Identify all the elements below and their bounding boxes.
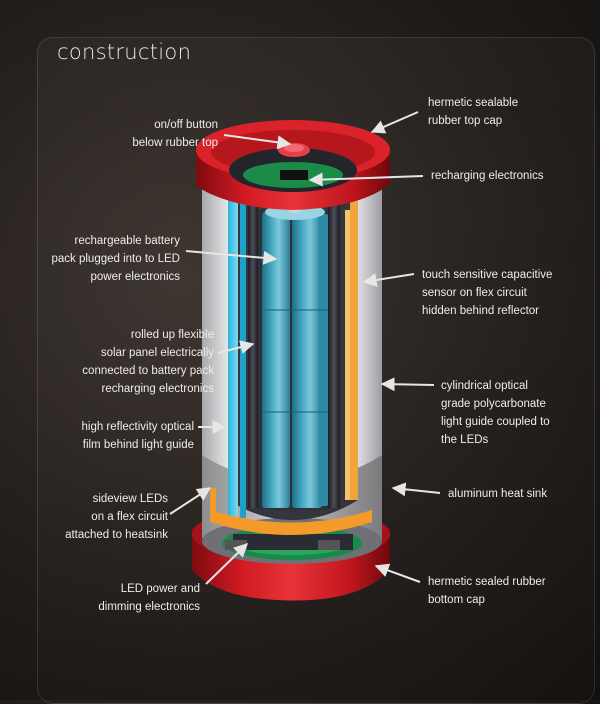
label-solar-panel: rolled up flexible solar panel electrica… <box>82 329 214 395</box>
label-reflectivity-film: high reflectivity optical film behind li… <box>81 421 195 451</box>
label-light-guide: cylindrical optical grade polycarbonate … <box>441 380 550 446</box>
label-on-off-button: on/off button below rubber top <box>132 119 218 149</box>
label-led-power: LED power and dimming electronics <box>98 583 200 613</box>
label-heat-sink: aluminum heat sink <box>448 488 548 500</box>
label-battery-pack: rechargeable battery pack plugged into t… <box>51 235 180 283</box>
callout-lines <box>169 111 441 585</box>
label-top-cap: hermetic sealable rubber top cap <box>428 97 519 127</box>
battery-pack <box>258 204 328 510</box>
label-bottom-cap: hermetic sealed rubber bottom cap <box>428 576 546 606</box>
label-recharging-electronics: recharging electronics <box>431 170 544 182</box>
diagram-title: construction <box>57 40 192 64</box>
top-cap <box>196 120 390 210</box>
label-touch-sensor: touch sensitive capacitive sensor on fle… <box>422 269 553 317</box>
label-sideview-leds: sideview LEDs on a flex circuit attached… <box>65 493 168 541</box>
